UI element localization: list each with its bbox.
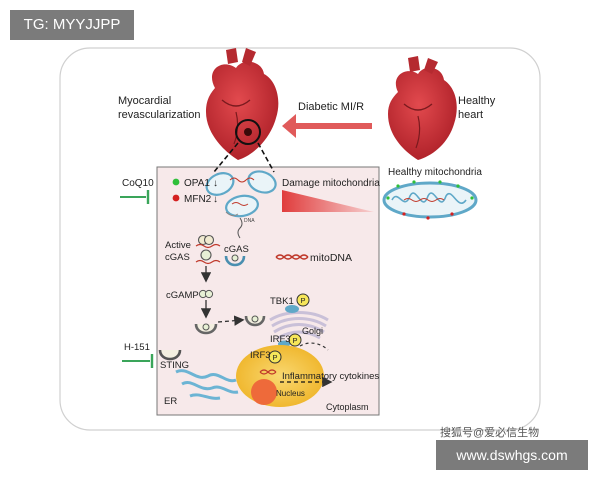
damage-gradient-wedge (282, 190, 374, 212)
cgamp-label: cGAMP (166, 290, 199, 301)
cgas-icon (224, 254, 246, 267)
tbk1-icon (285, 305, 299, 313)
healthy-mito-label: Healthy mitochondria (388, 167, 482, 178)
damage-mito-label: Damage mitochondria (282, 178, 380, 189)
inflammatory-label: Inflammatory cytokines (282, 371, 379, 382)
irf3-golgi-label: IRF3 (270, 334, 291, 345)
cgas-label: cGAS (224, 244, 249, 255)
diabetic-mi-r-arrow (282, 114, 372, 138)
er-icon (175, 369, 239, 400)
healthy-heart-label-line1: Healthy (458, 95, 496, 107)
sting-er-icon (158, 349, 182, 361)
opa1-down-arrow: ↓ (213, 178, 218, 189)
golgi-label: Golgi (302, 326, 323, 336)
zoom-line-left (213, 142, 239, 173)
damaged-mitochondria-icon (205, 170, 277, 218)
opa1-label: OPA1 (184, 178, 210, 189)
dna-tag-label: DNA (244, 218, 255, 224)
irf3-nucleus-phospho-icon (268, 350, 282, 364)
healthy-heart-icon (388, 56, 457, 160)
h151-label: H-151 (124, 342, 150, 353)
cytoplasm-label: Cytoplasm (326, 402, 369, 412)
er-label: ER (164, 396, 177, 407)
damaged-heart-icon (206, 48, 279, 160)
irf3-nucleus-label: IRF3 (250, 350, 271, 361)
tbk1-label: TBK1 (270, 296, 294, 307)
sting-complex-icon (194, 323, 218, 335)
irf3-golgi-phospho-icon (288, 333, 302, 347)
mfn2-label: MFN2 (184, 194, 212, 205)
watermark-site-badge: www.dswhgs.com (436, 440, 588, 470)
watermark-source-text: 搜狐号@爱必信生物 (440, 427, 540, 439)
coq10-label: CoQ10 (122, 178, 154, 189)
mfn2-dot-icon (172, 194, 180, 202)
nucleolus-icon (251, 379, 277, 405)
sting-tbk1-complex-icon (244, 315, 266, 327)
healthy-mitochondria-icon (382, 180, 478, 220)
active-cgas-label-line1: Active (165, 240, 191, 251)
tbk1-phospho-icon (296, 293, 310, 307)
diabetic-mir-label: Diabetic MI/R (298, 101, 364, 113)
watermark-tg-badge: TG: MYYJJPP (10, 10, 134, 40)
sting-label: STING (160, 360, 189, 371)
h151-inhibitor-icon (122, 354, 154, 368)
nucleus-label: Nucleus (276, 389, 305, 398)
cgamp-icon (198, 289, 214, 299)
healthy-heart-label-line2: heart (458, 109, 483, 121)
coq10-inhibitor-icon (120, 190, 150, 204)
irf3-golgi-phospho-label: P (293, 336, 298, 345)
opa1-dot-icon (172, 178, 180, 186)
tbk1-phospho-label: P (301, 296, 306, 305)
mitodna-label: mitoDNA (310, 252, 352, 264)
myocardial-label-line2: revascularization (118, 109, 201, 121)
active-cgas-icon (195, 234, 221, 265)
mfn2-down-arrow: ↓ (213, 194, 218, 205)
arrow-irf3-nucleus (299, 342, 329, 351)
irf3-nucleus-phospho-label: P (273, 353, 278, 362)
golgi-icon (269, 311, 329, 340)
myocardial-label-line1: Myocardial (118, 95, 171, 107)
zoom-line-right (257, 142, 275, 173)
released-dna-strand (237, 217, 243, 239)
active-cgas-label-line2: cGAS (165, 252, 190, 263)
